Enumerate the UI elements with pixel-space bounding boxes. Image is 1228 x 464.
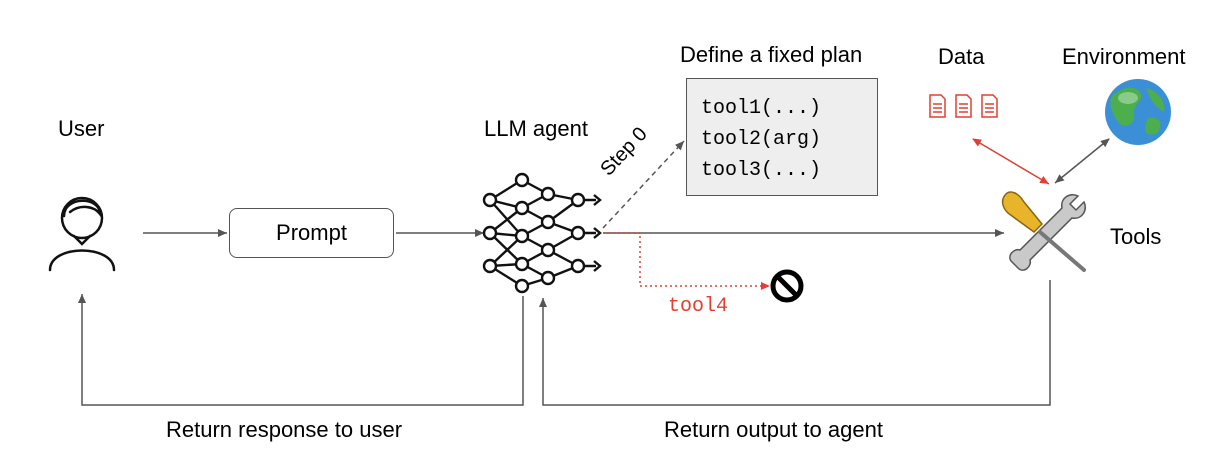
person-icon [48,196,116,272]
prompt-label: Prompt [276,220,347,245]
arrow-return-user [78,294,524,406]
plan-line: tool2(arg) [701,128,822,151]
tools-label: Tools [1110,224,1162,249]
prompt-box: Prompt [229,208,394,258]
blocked-icon [770,269,804,303]
llm-agent-label: LLM agent [484,116,588,141]
tool4-label: tool4 [668,295,729,318]
environment-label: Environment [1062,44,1186,69]
plan-box: tool1(...) tool2(arg) tool3(...) [686,78,878,196]
arrow-env-tools [1054,138,1110,184]
arrow-return-agent [539,280,1051,406]
wrench-screwdriver-icon [1001,191,1086,272]
plan-line: tool1(...) [701,97,822,120]
define-plan-label: Define a fixed plan [680,42,863,67]
user-label: User [58,116,105,141]
arrow-tool4-blocked [603,232,770,290]
arrow-step0 [602,140,685,229]
return-agent-label: Return output to agent [664,417,883,442]
neural-network-icon [482,172,602,294]
plan-line: tool3(...) [701,159,822,182]
data-label: Data [938,44,985,69]
document-icon [929,94,998,118]
return-user-label: Return response to user [166,417,403,442]
arrow-data-tools [972,138,1050,185]
globe-icon [1105,79,1171,145]
